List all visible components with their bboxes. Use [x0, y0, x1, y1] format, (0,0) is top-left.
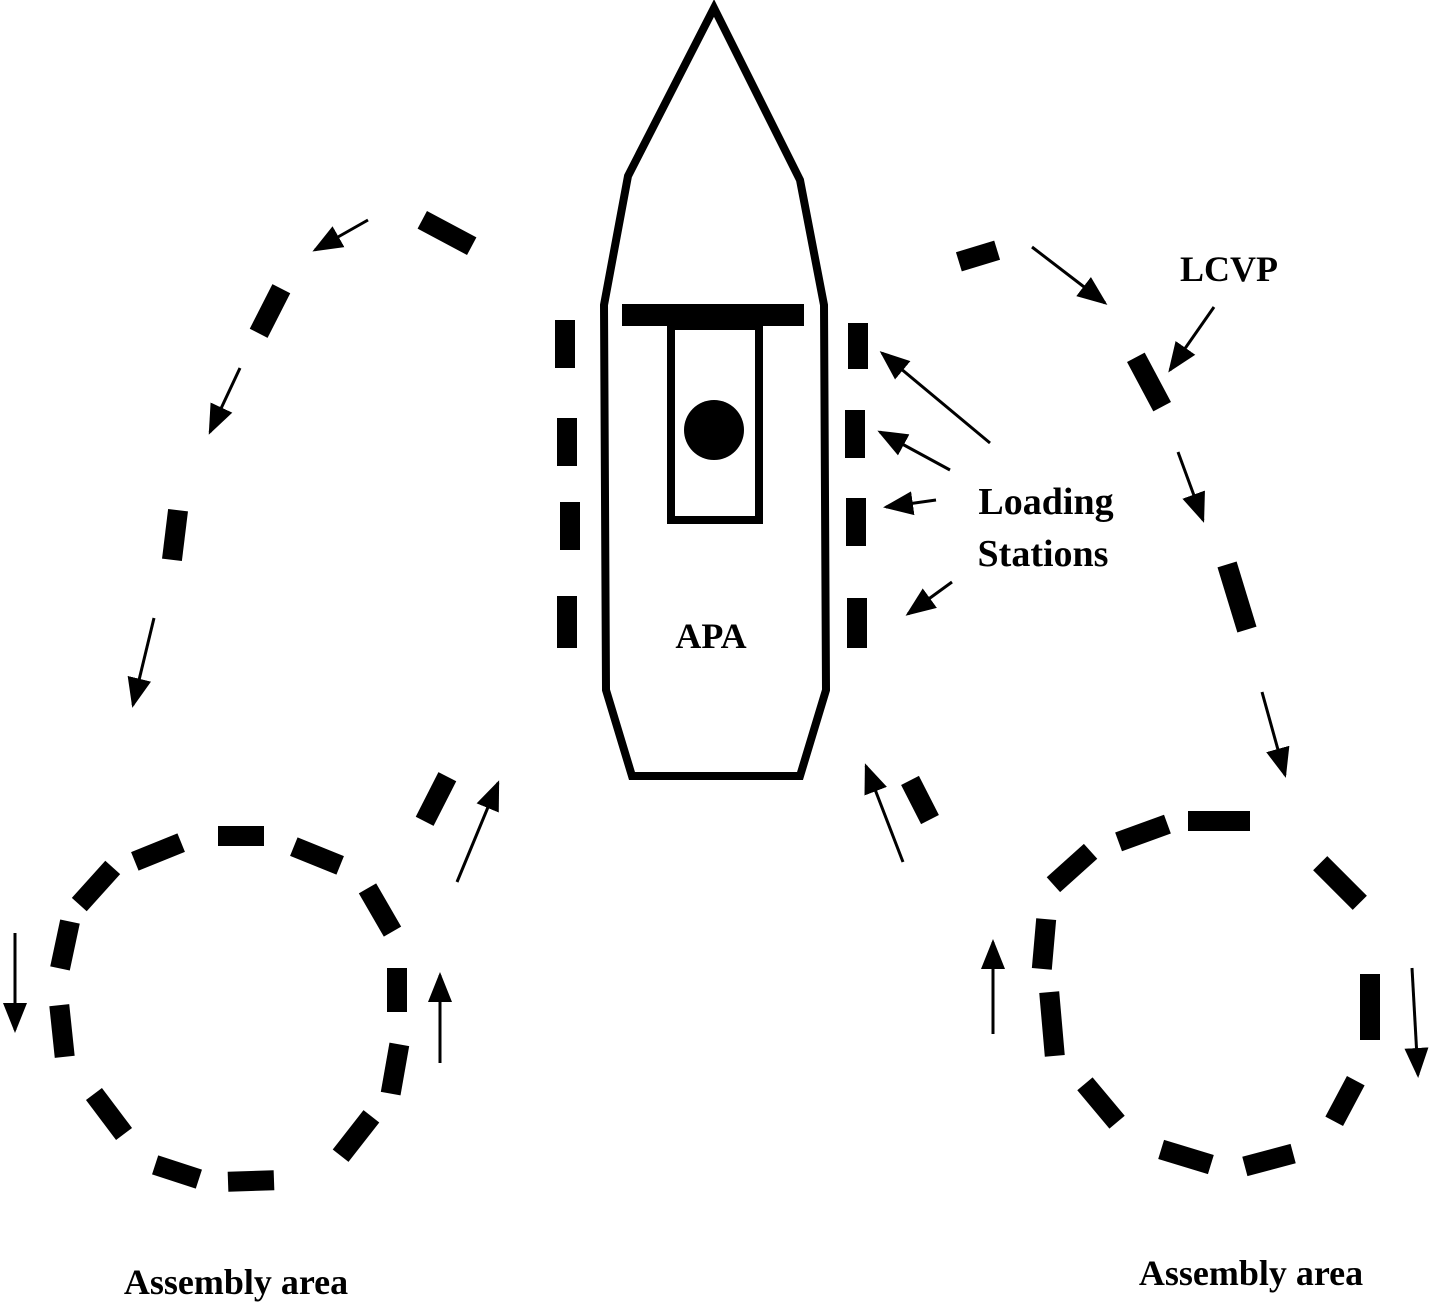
- path-arrow: [312, 218, 369, 252]
- path-arrow: [1176, 451, 1205, 523]
- label-pointers: [877, 306, 1216, 616]
- lcvp-boat: [955, 240, 1001, 272]
- path-arrow: [1260, 691, 1290, 778]
- loading-stations-label-line2: Stations: [978, 533, 1109, 575]
- lcvp-boat: [417, 211, 477, 255]
- lcvp-boat: [555, 320, 575, 368]
- lcvp-boat: [131, 833, 185, 871]
- path-arrow: [127, 617, 156, 708]
- path-arrow: [1404, 967, 1429, 1078]
- ship-apa: [599, 0, 831, 780]
- lcvp-boat: [560, 502, 580, 550]
- station-pointer-arrow: [905, 580, 953, 616]
- lcvp-boat: [162, 508, 188, 562]
- ship-label: APA: [675, 616, 746, 656]
- path-arrow: [864, 763, 905, 863]
- lcvp-boat: [1046, 843, 1098, 893]
- right-approach-path: [955, 240, 1290, 778]
- assembly-area-left-label: Assembly area: [124, 1262, 348, 1302]
- station-pointer-arrow: [883, 491, 937, 516]
- ship-superstructure: [667, 322, 763, 524]
- lcvp-boat: [1115, 814, 1171, 852]
- lcvp-boat: [1360, 974, 1380, 1040]
- loading-stations-label-line1: Loading: [978, 481, 1113, 523]
- lcvp-boat: [1039, 991, 1065, 1057]
- lcvp-boat: [901, 775, 939, 825]
- lcvp-boat: [290, 837, 344, 875]
- path-arrow: [208, 367, 242, 435]
- lcvp-boat: [1313, 856, 1367, 910]
- lcvp-boat: [1242, 1143, 1296, 1177]
- lcvp-boat: [557, 596, 577, 648]
- path-arrow: [455, 780, 500, 883]
- lcvp-boat: [557, 418, 577, 466]
- lcvp-boat: [846, 498, 866, 546]
- lcvp-boat: [1188, 811, 1250, 831]
- lcvp-boat: [1077, 1077, 1125, 1129]
- station-pointer-arrow: [879, 351, 991, 445]
- lcvp-boat: [1158, 1139, 1214, 1175]
- lcvp-boat: [845, 410, 865, 458]
- lcvp-boat: [218, 826, 264, 846]
- lcvp-boat: [227, 1170, 275, 1192]
- lcvp-boat: [847, 598, 867, 648]
- lcvp-pointer-arrow: [1168, 306, 1216, 373]
- loading-station-boats: [555, 320, 868, 648]
- ship-bridge-bar: [622, 304, 804, 326]
- lcvp-boat: [332, 1110, 380, 1162]
- lcvp-boat: [1127, 352, 1171, 412]
- assembly-area-right-label: Assembly area: [1139, 1253, 1363, 1293]
- ship-hull: [599, 0, 831, 780]
- left-assembly-circle: [3, 772, 500, 1192]
- lcvp-boat: [152, 1155, 202, 1189]
- lcvp-boat: [1031, 918, 1057, 970]
- lcvp-boat: [249, 284, 291, 338]
- lcvp-boat: [71, 860, 121, 912]
- station-pointer-arrow: [877, 430, 951, 472]
- left-approach-path: [127, 211, 477, 708]
- lcvp-boat: [1325, 1075, 1365, 1127]
- lcvp-label: LCVP: [1180, 249, 1278, 289]
- lcvp-boat: [380, 1042, 410, 1096]
- right-assembly-circle: [864, 763, 1429, 1177]
- path-arrow: [1031, 245, 1108, 305]
- lcvp-boat: [387, 968, 407, 1012]
- lcvp-boat: [848, 323, 868, 369]
- lcvp-boat: [49, 1004, 75, 1058]
- lcvp-boat: [358, 883, 402, 937]
- ship-stack: [684, 400, 744, 460]
- lcvp-boat: [415, 772, 457, 826]
- lcvp-boat: [85, 1088, 133, 1140]
- lcvp-boat: [50, 919, 80, 971]
- lcvp-boat: [1217, 561, 1257, 633]
